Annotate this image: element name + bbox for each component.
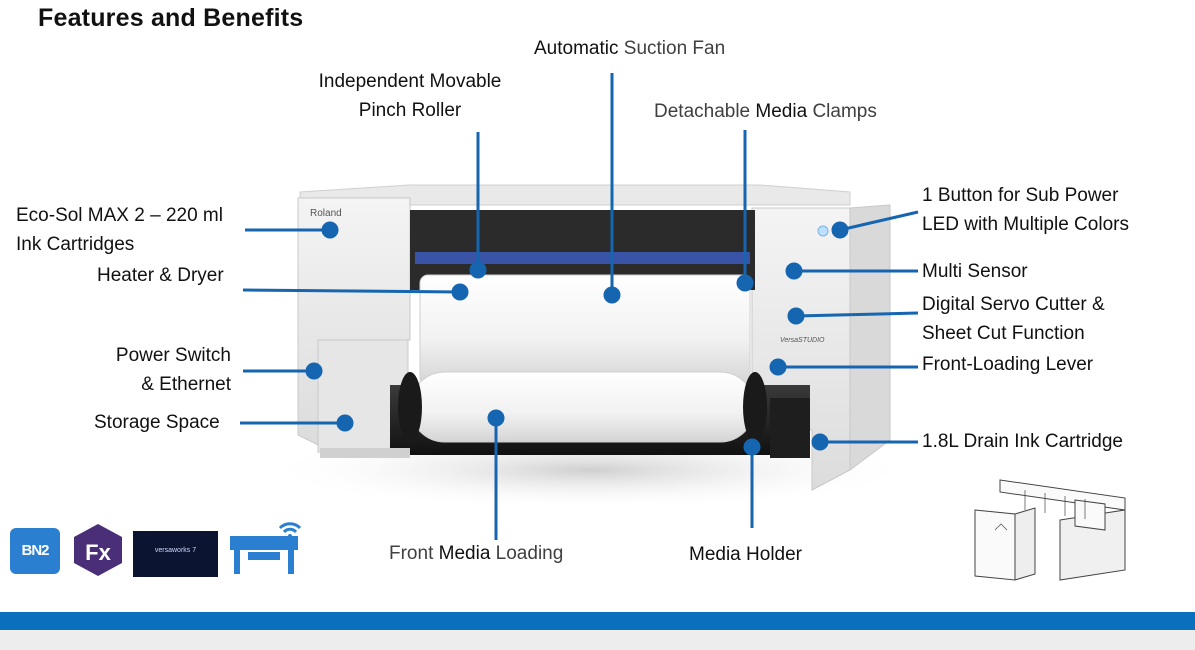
label-drain-ink: 1.8L Drain Ink Cartridge — [922, 431, 1124, 452]
bn2-logo: BN2 — [10, 528, 60, 574]
dot-front-loading-lever — [769, 358, 787, 376]
foot-left — [320, 448, 410, 458]
model-badge: VersaSTUDIO — [780, 337, 825, 344]
label-storage-space: Storage Space — [94, 412, 220, 433]
label-power-switch: Power Switch & Ethernet — [115, 345, 231, 395]
label-media-holder: Media Holder — [689, 544, 802, 565]
footer-accent-band — [0, 612, 1195, 630]
leader-servo-cutter — [795, 311, 919, 318]
drain-cartridge-detail — [974, 479, 1126, 581]
roll-end-cap-left — [398, 372, 422, 442]
label-front-media-loading: Front Media Loading — [389, 543, 564, 564]
versaworks-logo: versaworks 7 — [133, 531, 218, 577]
label-multi-sensor: Multi Sensor — [922, 261, 1028, 282]
dot-multi-sensor — [785, 262, 803, 280]
label-suction-fan: Automatic Suction Fan — [534, 38, 726, 59]
brand-logo: Roland — [310, 208, 342, 219]
dot-media-holder — [743, 438, 761, 456]
dot-ink-cartridges — [321, 221, 339, 239]
label-front-loading-lever: Front-Loading Lever — [922, 354, 1094, 375]
dot-sub-power — [831, 221, 849, 239]
footer-gray-band — [0, 630, 1195, 650]
label-media-clamps: Detachable Media Clamps — [654, 101, 877, 122]
dot-suction-fan — [603, 286, 621, 304]
label-ink-cartridges: Eco-Sol MAX 2 – 220 ml Ink Cartridges — [16, 205, 223, 255]
dot-front-media-loading — [487, 409, 505, 427]
leader-lines — [240, 73, 919, 540]
label-servo-cutter: Digital Servo Cutter & Sheet Cut Functio… — [922, 294, 1105, 344]
pinch-roller-rail — [415, 252, 750, 264]
dot-pinch-roller — [469, 261, 487, 279]
dot-heater-dryer — [451, 283, 469, 301]
svg-text:Fx: Fx — [85, 540, 111, 565]
label-pinch-roller: Independent Movable Pinch Roller — [318, 71, 502, 121]
dot-media-clamps — [736, 274, 754, 292]
wifi-printer-icon — [230, 522, 302, 574]
dot-power-switch — [305, 362, 323, 380]
dot-drain-ink — [811, 433, 829, 451]
dot-storage-space — [336, 414, 354, 432]
page-title: Features and Benefits — [38, 4, 304, 32]
roll-end-cap — [743, 372, 767, 442]
leader-heater-dryer — [242, 288, 461, 294]
fx-logo: Fx — [74, 524, 122, 576]
leader-sub-power — [839, 210, 919, 232]
printer-illustration: Roland VersaSTUDIO — [260, 184, 920, 510]
label-heater-dryer: Heater & Dryer — [97, 265, 224, 286]
dot-servo-cutter — [787, 307, 805, 325]
media-holder-arm — [770, 398, 810, 458]
label-sub-power: 1 Button for Sub Power LED with Multiple… — [922, 185, 1129, 235]
led-button-icon — [817, 225, 829, 237]
